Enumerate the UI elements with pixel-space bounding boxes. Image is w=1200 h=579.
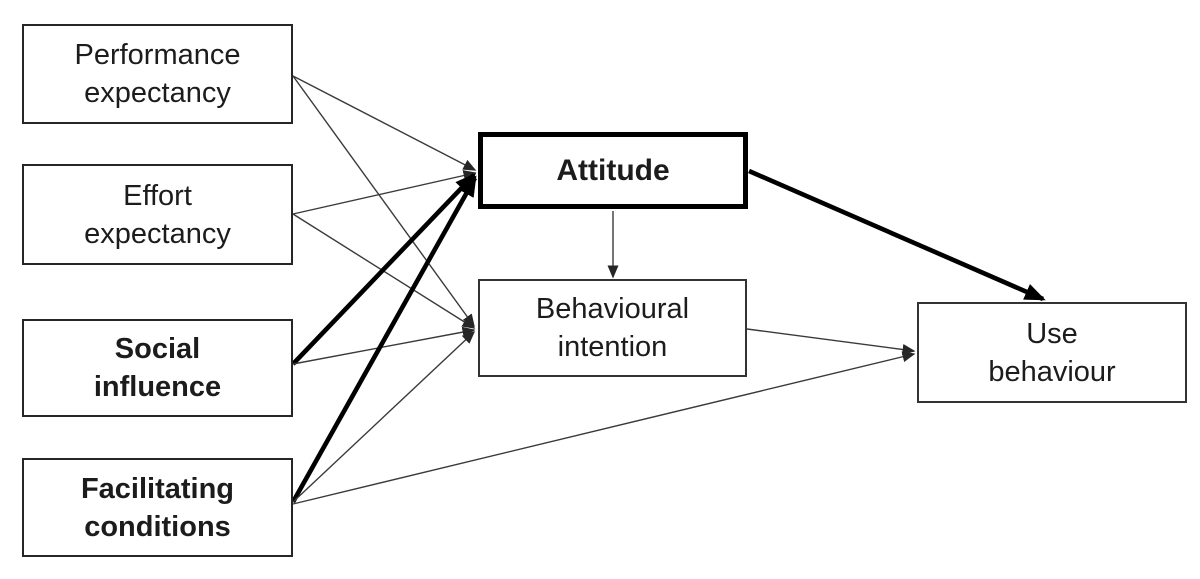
node-label-line: intention (557, 331, 668, 363)
edge-performance-to-behavioural-intention (292, 75, 475, 328)
node-use-behaviour: Use behaviour (917, 302, 1187, 403)
edge-behavioural-intention-to-use-behaviour (746, 328, 916, 355)
node-label-line: behaviour (988, 355, 1116, 388)
node-label-line: conditions (84, 510, 231, 543)
edge-social-to-attitude (291, 172, 477, 366)
node-label-line: Use (1026, 317, 1078, 350)
node-label-line: Performance (74, 39, 241, 71)
node-label-line: Behavioural (535, 293, 690, 325)
edge-facilitating-to-behavioural-intention (292, 330, 476, 503)
node-behavioural-intention: Behavioural intention (478, 279, 747, 377)
node-label-line: expectancy (84, 77, 231, 109)
node-label-line: Facilitating (80, 472, 235, 505)
node-label-line: influence (93, 371, 222, 403)
node-effort-expectancy: Effort expectancy (22, 164, 293, 265)
node-performance-expectancy: Performance expectancy (22, 24, 293, 124)
edge-social-to-behavioural-intention (292, 326, 476, 365)
node-label-line: Attitude (556, 153, 670, 187)
edge-performance-to-attitude (292, 75, 477, 171)
node-label-line: Effort (123, 179, 192, 212)
node-label-line: expectancy (84, 217, 231, 250)
edge-effort-to-attitude (292, 170, 477, 215)
edge-facilitating-to-attitude (290, 175, 478, 504)
node-facilitating-conditions: Facilitating conditions (22, 458, 293, 557)
node-attitude: Attitude (478, 132, 748, 209)
edge-attitude-to-use-behaviour (748, 168, 1046, 302)
edge-facilitating-to-use-behaviour (292, 351, 916, 505)
node-social-influence: Social influence (22, 319, 293, 417)
node-label-line: Social (114, 333, 201, 365)
